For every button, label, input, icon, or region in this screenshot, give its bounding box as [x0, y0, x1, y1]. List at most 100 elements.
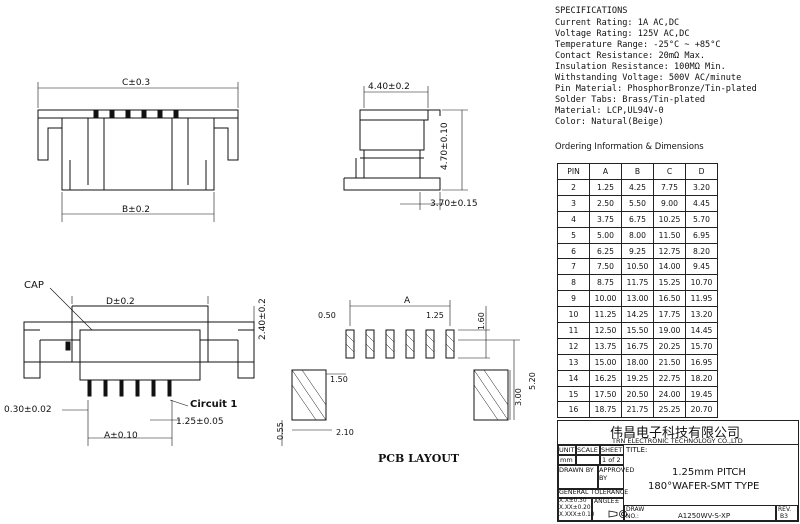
- table-cell: 4.45: [685, 194, 718, 212]
- dim-125-label: 1.25±0.05: [176, 417, 224, 427]
- angle-label: ANGLE±: [594, 498, 620, 505]
- table-cell: 11.75: [621, 274, 654, 292]
- table-cell: 14.45: [685, 322, 718, 339]
- table-cell: 16.75: [621, 337, 654, 355]
- table-cell: 16.95: [685, 353, 718, 371]
- table-cell: 15.50: [621, 322, 654, 339]
- table-cell: 5: [557, 226, 590, 244]
- ordering-title: Ordering Information & Dimensions: [555, 141, 704, 151]
- table-cell: 16.25: [589, 369, 622, 387]
- table-cell: 9.00: [653, 194, 686, 212]
- table-cell: 20.25: [653, 337, 686, 355]
- dim-440-label: 4.40±0.2: [368, 82, 410, 92]
- col-header-d: D: [685, 163, 718, 180]
- spec-line: Current Rating: 1A AC,DC: [555, 18, 680, 28]
- table-cell: 8.20: [685, 242, 718, 260]
- table-cell: 3.75: [589, 210, 622, 228]
- pcb-055-label: 0.55: [276, 422, 285, 440]
- col-header-pin: PIN: [557, 163, 590, 180]
- table-cell: 13.20: [685, 306, 718, 324]
- table-cell: 13.00: [621, 290, 654, 308]
- table-cell: 10.25: [653, 210, 686, 228]
- sheet-value: 1 of 2: [602, 456, 621, 464]
- table-cell: 5.50: [621, 194, 654, 212]
- spec-line: Voltage Rating: 125V AC,DC: [555, 29, 690, 39]
- table-cell: 1.25: [589, 179, 622, 196]
- drawing-title-line1: 1.25mm PITCH: [672, 467, 746, 478]
- technical-drawing: [23, 82, 520, 446]
- spec-line: Temperature Range: -25°C ~ +85°C: [555, 40, 721, 50]
- draw-no-label: DRAW NO.:: [626, 506, 645, 520]
- table-cell: 14: [557, 369, 590, 387]
- table-cell: 19.45: [685, 385, 718, 403]
- table-cell: 14.00: [653, 258, 686, 276]
- spec-line: Contact Resistance: 20mΩ Max.: [555, 51, 706, 61]
- table-cell: 20.50: [621, 385, 654, 403]
- table-cell: 12: [557, 337, 590, 355]
- drawn-by-label: DRAWN BY: [559, 466, 594, 474]
- table-cell: 5.70: [685, 210, 718, 228]
- dim-240-label: 2.40±0.2: [258, 298, 268, 340]
- dim-a-label: A±0.10: [104, 431, 138, 441]
- title-block: 伟昌电子科技有限公司 TRN ELECTRONIC TECHNOLOGY CO.…: [557, 420, 799, 522]
- table-cell: 22.75: [653, 369, 686, 387]
- table-cell: 21.50: [653, 353, 686, 371]
- table-cell: 9.25: [621, 242, 654, 260]
- table-cell: 10.00: [589, 290, 622, 308]
- table-cell: 16: [557, 401, 590, 419]
- dim-c-label: C±0.3: [122, 78, 151, 88]
- tolerance-3: X.XXX±0.10: [559, 512, 595, 518]
- table-cell: 9.45: [685, 258, 718, 276]
- table-cell: 8.00: [621, 226, 654, 244]
- table-cell: 6: [557, 242, 590, 260]
- cap-label: CAP: [24, 280, 44, 291]
- pcb-layout-caption: PCB LAYOUT: [378, 452, 460, 465]
- table-cell: 19.25: [621, 369, 654, 387]
- pcb-050-label: 0.50: [318, 311, 336, 320]
- top-view: [23, 287, 255, 446]
- scale-label: SCALE: [577, 446, 598, 454]
- specifications-block: SPECIFICATIONS Current Rating: 1A AC,DC …: [555, 6, 795, 128]
- table-cell: 9: [557, 290, 590, 308]
- table-cell: 10.70: [685, 274, 718, 292]
- col-header-a: A: [589, 163, 622, 180]
- table-cell: 21.75: [621, 401, 654, 419]
- tolerance-2: X.XX±0.20: [559, 505, 591, 511]
- unit-value: mm: [560, 456, 573, 464]
- unit-label: UNIT: [559, 446, 575, 454]
- table-cell: 14.25: [621, 306, 654, 324]
- pcb-210-label: 2.10: [336, 428, 354, 437]
- table-cell: 17.75: [653, 306, 686, 324]
- col-header-c: C: [653, 163, 686, 180]
- table-cell: 20.70: [685, 401, 718, 419]
- drawing-title-line2: 180°WAFER-SMT TYPE: [648, 481, 760, 492]
- table-cell: 7.75: [653, 179, 686, 196]
- table-cell: 4: [557, 210, 590, 228]
- table-cell: 7: [557, 258, 590, 276]
- title-label: TITLE:: [626, 446, 648, 454]
- table-cell: 15.70: [685, 337, 718, 355]
- pcb-150-label: 1.50: [330, 375, 348, 384]
- spec-line: Insulation Resistance: 100MΩ Min.: [555, 62, 726, 72]
- table-cell: 13.75: [589, 337, 622, 355]
- table-cell: 8.75: [589, 274, 622, 292]
- rev-value: B3: [780, 513, 788, 520]
- tolerance-1: X.X±0.30: [559, 498, 587, 504]
- table-cell: 18.75: [589, 401, 622, 419]
- dim-030-label: 0.30±0.02: [4, 405, 52, 415]
- table-cell: 6.25: [589, 242, 622, 260]
- table-cell: 19.00: [653, 322, 686, 339]
- dim-b-label: B±0.2: [122, 205, 151, 215]
- table-cell: 7.50: [589, 258, 622, 276]
- table-cell: 11.50: [653, 226, 686, 244]
